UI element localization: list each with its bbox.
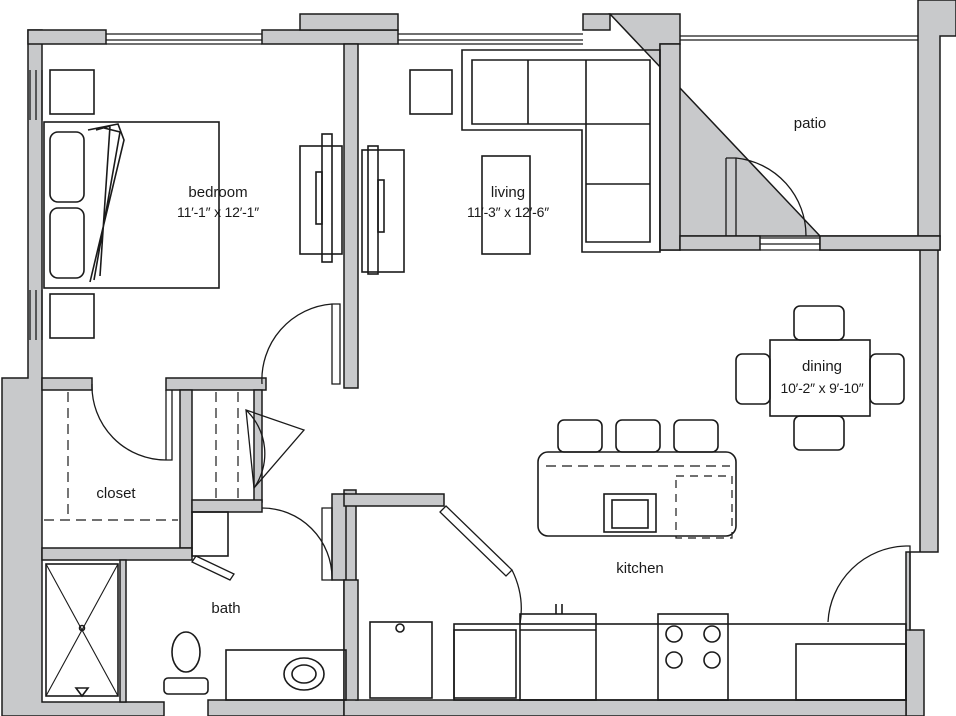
wall-patio-left bbox=[659, 43, 681, 251]
wall-closet-bottom bbox=[41, 547, 193, 561]
toilet-tank bbox=[163, 677, 209, 695]
wall-bath-divider bbox=[343, 579, 359, 701]
window-bedroom-north bbox=[106, 33, 262, 45]
bedroom-label: bedroom bbox=[188, 184, 248, 201]
wall-west bbox=[1, 29, 165, 716]
bath-fixtures bbox=[45, 511, 347, 701]
door-bath-small bbox=[191, 555, 235, 581]
chair-left bbox=[735, 353, 771, 405]
chair-right bbox=[869, 353, 905, 405]
bedroom-furniture bbox=[43, 69, 343, 339]
window-bedroom-west bbox=[29, 70, 43, 340]
dining-furniture bbox=[735, 305, 905, 451]
shower-marker bbox=[74, 687, 90, 698]
coffee-table bbox=[481, 155, 531, 255]
tv-stand-bedroom bbox=[315, 171, 323, 225]
side-table bbox=[409, 69, 453, 115]
kitchen-fixtures bbox=[369, 419, 907, 701]
sink-bath-outer bbox=[283, 657, 325, 691]
wall-closet-top-left bbox=[41, 377, 93, 391]
closet-fixtures bbox=[44, 392, 239, 521]
media-console bbox=[361, 149, 405, 273]
door-entry bbox=[827, 545, 911, 631]
island-oven bbox=[603, 493, 657, 533]
tv-bedroom bbox=[321, 133, 333, 263]
wall-kitchen-left bbox=[343, 493, 445, 507]
dining-label: dining bbox=[801, 358, 843, 375]
bar-stools bbox=[557, 419, 719, 453]
living-furniture bbox=[361, 49, 661, 275]
wall-east bbox=[917, 0, 956, 237]
fridge bbox=[369, 621, 433, 699]
door-bath bbox=[261, 507, 333, 581]
window-patio-sliding bbox=[760, 237, 820, 251]
fridge-handle bbox=[395, 623, 405, 633]
counter-end bbox=[795, 643, 907, 701]
range bbox=[657, 613, 729, 701]
doors bbox=[91, 157, 911, 631]
tv-stand-living bbox=[377, 179, 385, 233]
wall-bedroom-living bbox=[343, 43, 359, 389]
wall-patio-floor-right bbox=[819, 235, 941, 251]
nightstand-top bbox=[49, 69, 95, 115]
windows bbox=[29, 33, 918, 340]
sink-kitchen bbox=[519, 613, 597, 701]
wall-bath-top bbox=[191, 499, 263, 513]
wall-closet-right bbox=[179, 389, 193, 549]
sectional-sofa bbox=[461, 49, 661, 253]
wall-north-bedroom bbox=[27, 29, 107, 45]
door-linen bbox=[245, 409, 306, 490]
wall-north-step bbox=[299, 13, 399, 31]
counter bbox=[453, 623, 907, 701]
living-label: living bbox=[490, 184, 526, 201]
chair-bottom bbox=[793, 415, 845, 451]
patio-label: patio bbox=[793, 115, 827, 132]
shower-drain bbox=[78, 624, 86, 632]
bath-linen-cabinet bbox=[191, 511, 229, 557]
bedroom-dimensions: 11′-1″ x 12′-1″ bbox=[177, 204, 259, 220]
dining-dimensions: 10′-2″ x 9′-10″ bbox=[780, 380, 864, 396]
door-closet bbox=[91, 383, 173, 461]
kitchen-label: kitchen bbox=[616, 560, 664, 577]
toilet-bowl bbox=[171, 631, 201, 673]
wall-north-mid bbox=[261, 29, 399, 45]
pillow-top bbox=[49, 131, 85, 203]
wall-south-bath bbox=[207, 699, 345, 716]
tv-living bbox=[367, 145, 379, 275]
window-patio-north bbox=[680, 35, 918, 41]
window-living-north bbox=[398, 33, 583, 45]
dresser bbox=[299, 145, 343, 255]
bath-label: bath bbox=[211, 600, 241, 617]
island-cabinet bbox=[675, 475, 733, 539]
wall-patio-floor bbox=[679, 235, 761, 251]
dishwasher bbox=[453, 629, 517, 699]
door-kitchen-pantry bbox=[439, 505, 522, 625]
wall-closet-top-right bbox=[165, 377, 267, 391]
bed bbox=[43, 121, 220, 289]
bed-blanket-fold bbox=[87, 123, 125, 283]
living-dimensions: 11′-3″ x 12′-6″ bbox=[467, 204, 549, 220]
nightstand-bottom bbox=[49, 293, 95, 339]
sectional-cushions bbox=[471, 59, 651, 243]
wall-north-living-right bbox=[582, 13, 611, 31]
chair-top bbox=[793, 305, 845, 341]
faucet bbox=[555, 604, 563, 614]
closet-label: closet bbox=[96, 485, 136, 502]
pillow-bottom bbox=[49, 207, 85, 279]
wall-east-lower bbox=[905, 249, 939, 716]
wall-bath-right bbox=[331, 493, 347, 581]
vanity bbox=[225, 649, 347, 701]
wall-south-kitchen bbox=[343, 489, 907, 716]
wall-bath-left-inner bbox=[119, 559, 127, 703]
dining-table bbox=[769, 339, 871, 417]
door-bedroom bbox=[261, 303, 341, 385]
door-patio bbox=[725, 157, 807, 237]
sink-bath-inner bbox=[291, 664, 317, 684]
